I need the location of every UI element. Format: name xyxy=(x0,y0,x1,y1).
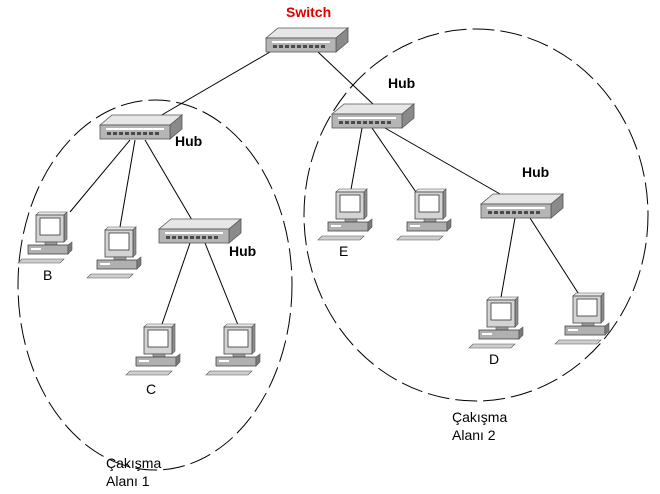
pc-c-icon xyxy=(125,323,181,376)
hub-2-label: Hub xyxy=(229,243,256,259)
wire-hub3-hub4 xyxy=(384,127,501,195)
wire-hub2-pc-c xyxy=(159,242,191,331)
switch-label: Switch xyxy=(286,4,331,20)
pc-e-label: E xyxy=(339,243,348,259)
pc-b-icon xyxy=(17,211,73,264)
wire-hub2-pc4 xyxy=(204,242,241,331)
pc-c-label: C xyxy=(146,381,156,397)
pc-4-icon xyxy=(205,323,261,376)
domain-1-label-line2: Alanı 1 xyxy=(106,473,150,489)
hub-1-icon xyxy=(99,114,183,140)
pc-e-icon xyxy=(317,188,373,241)
hub-2-icon xyxy=(158,218,242,244)
hub-1-label: Hub xyxy=(175,133,202,149)
pc-2-icon xyxy=(86,226,142,279)
domain-2-label-line2: Alanı 2 xyxy=(452,427,496,443)
pc-8-icon xyxy=(554,292,610,345)
hub-4-label: Hub xyxy=(522,164,549,180)
hub-3-label: Hub xyxy=(388,75,415,91)
collision-domain-1-boundary xyxy=(17,99,293,471)
wire-hub4-pc8 xyxy=(529,217,581,297)
hub-3-icon xyxy=(331,103,415,129)
wire-hub3-pc-e xyxy=(349,127,363,196)
wire-hub1-hub2 xyxy=(144,139,193,221)
wire-switch-hub3 xyxy=(317,51,375,106)
collision-domain-2-boundary xyxy=(303,28,649,402)
wire-hub1-pc-b xyxy=(69,139,131,213)
pc-6-icon xyxy=(396,188,452,241)
pc-b-label: B xyxy=(43,267,52,283)
wire-switch-hub1 xyxy=(159,51,271,117)
wire-hub4-pc-d xyxy=(499,217,516,304)
wire-hub3-pc6 xyxy=(371,127,419,196)
switch-icon xyxy=(265,27,349,53)
domain-1-label-line1: Çakışma xyxy=(106,455,161,471)
pc-d-icon xyxy=(468,296,524,349)
wire-hub1-pc2 xyxy=(119,139,136,228)
domain-2-label-line1: Çakışma xyxy=(452,409,507,425)
hub-4-icon xyxy=(480,193,564,219)
pc-d-label: D xyxy=(489,351,499,367)
